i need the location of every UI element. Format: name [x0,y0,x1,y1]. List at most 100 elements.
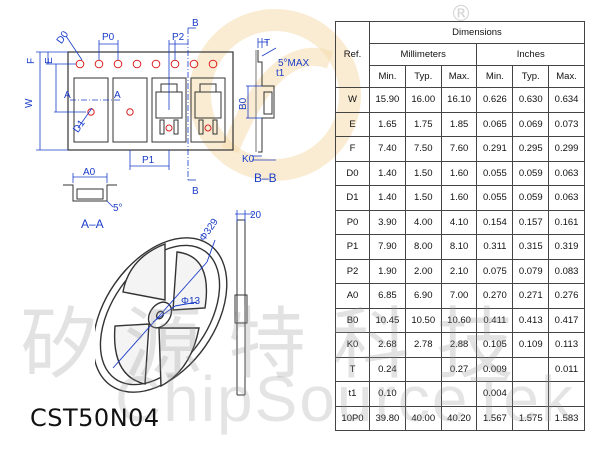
subheader: Max. [548,65,585,88]
table-cell: 0.113 [548,332,585,358]
table-cell: 0.059 [512,160,550,186]
row-ref: D0 [335,160,370,186]
label-p0: P0 [102,32,115,43]
label-b-bottom: B [192,186,199,197]
table-cell: 4.00 [404,209,442,235]
table-cell: 0.004 [476,381,514,407]
table-cell: 7.50 [404,136,442,162]
label-b0: B0 [238,97,249,110]
table-cell: 1.50 [404,185,442,211]
label-a0: A0 [83,167,96,178]
table-cell: 0.069 [512,111,550,137]
sprocket-hole [151,59,161,69]
table-cell: 0.295 [512,136,550,162]
label-p2: P2 [172,32,185,43]
table-cell: 6.85 [369,283,406,309]
label-t1: t1 [276,68,285,79]
label-reel-dia: Φ329 [198,216,221,243]
table-cell: 1.85 [440,111,478,137]
sprocket-hole [113,59,123,69]
table-cell: 39.80 [369,405,406,431]
label-k0: K0 [242,154,255,165]
reel-rim [99,244,221,386]
table-cell: 1.567 [476,405,514,431]
table-cell: 0.291 [476,136,514,162]
row-ref: T [335,356,370,382]
row-ref: A0 [335,283,370,309]
dimensions-title: Dimensions [369,21,585,44]
table-cell: 8.10 [440,234,478,260]
sprocket-hole [94,59,104,69]
table-cell: 2.68 [369,332,406,358]
subheader: Max. [440,65,478,88]
table-cell: 0.055 [476,185,514,211]
reel-side-view [234,219,248,396]
table-cell: 10.45 [369,307,406,333]
table-cell: 0.626 [476,87,514,113]
row-ref: P2 [335,258,370,284]
table-cell: 40.00 [404,405,442,431]
table-cell: 0.157 [512,209,550,235]
reel-window [113,323,150,385]
subheader: Typ. [404,65,442,88]
table-cell: 16.10 [440,87,478,113]
table-header-row: Ref. Dimensions [335,21,585,88]
row-ref: P0 [335,209,370,235]
table-cell: 0.075 [476,258,514,284]
pocket-with-part [190,77,226,143]
tape-profile [257,50,275,153]
table-cell [548,381,585,407]
table-cell: 0.630 [512,87,550,113]
reel-window [122,242,166,301]
table-cell: 7.90 [369,234,406,260]
subheader: Typ. [512,65,550,88]
table-cell: 0.417 [548,307,585,333]
sprocket-holes [75,59,218,69]
table-cell: 0.055 [476,160,514,186]
label-p1: P1 [142,155,155,166]
table-cell: 2.10 [440,258,478,284]
watermark-cn: 矽源特科技 [20,300,541,390]
group-inches: Inches [476,43,585,66]
label-5deg: 5° [113,203,123,214]
table-cell: 0.105 [476,332,514,358]
table-cell: 0.063 [548,185,585,211]
table-cell: 1.60 [440,160,478,186]
label-b-top: B [192,18,199,29]
component-part [194,83,222,135]
table-cell: 1.90 [369,258,406,284]
sprocket-hole [75,59,85,69]
table-cell: 8.00 [404,234,442,260]
label-hub-dia: Φ13 [181,296,201,307]
registered-mark: ® [450,2,472,27]
subheader: Min. [369,65,406,88]
table-cell: 0.073 [548,111,585,137]
table-cell: 2.78 [404,332,442,358]
section-b-b: T 5°MAX t1 B0 K0 B–B [238,38,310,185]
ref-header: Ref. [335,21,370,88]
label-a-right: A [114,90,121,101]
reel-hub [147,301,173,329]
label-d0: D0 [55,29,72,46]
table-cell [512,381,550,407]
part-number: CST50N04 [30,404,160,432]
table-subheader-row: Min. Typ. Max. Min. Typ. Max. [336,65,585,88]
table-cell: 0.079 [512,258,550,284]
table-cell: 0.634 [548,87,585,113]
reel-drawing: Φ329 Φ13 20 [95,210,262,396]
row-ref: K0 [335,332,370,358]
pocket-profile [63,184,117,202]
label-e: E [44,57,55,64]
sprocket-hole [132,59,142,69]
label-t: T [264,38,270,49]
tape-top-view: D0 P0 P2 E F W A A D1 P1 B B [24,18,234,197]
label-f: F [26,58,37,64]
table-cell: 10.60 [440,307,478,333]
table-cell: 0.063 [548,160,585,186]
